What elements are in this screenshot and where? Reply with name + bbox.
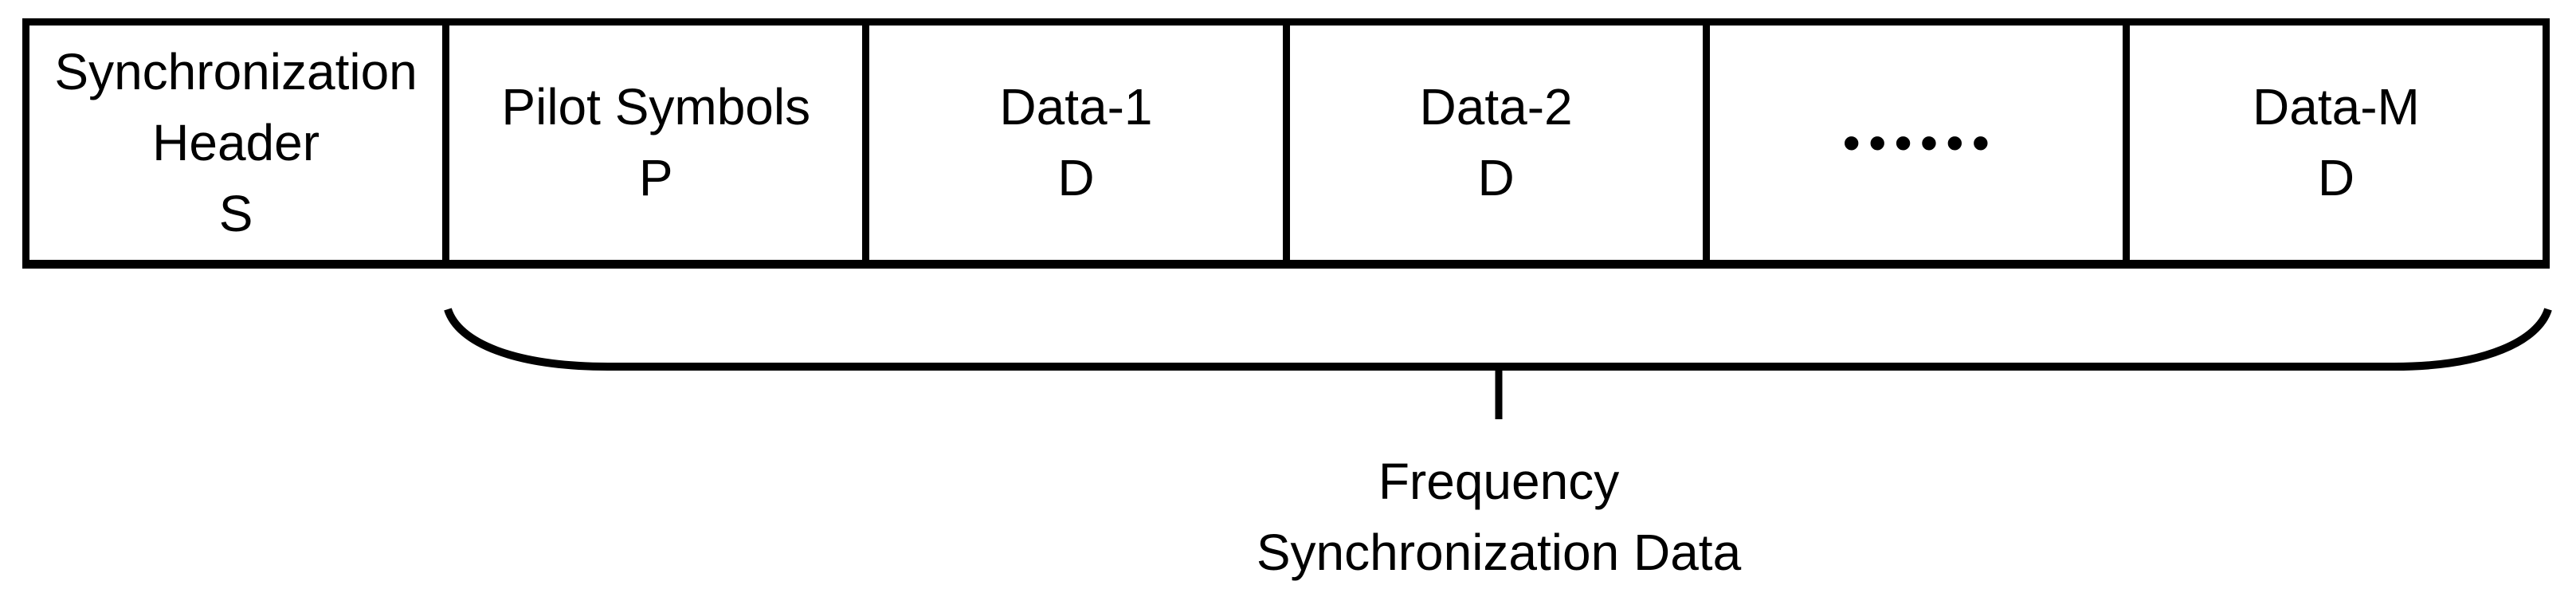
cell-label: Synchronization: [54, 42, 418, 100]
frame-cell-data-m: Data-M D: [2122, 26, 2543, 260]
frame-cell-data-2: Data-2 D: [1282, 26, 1703, 260]
underbrace: [444, 308, 2552, 419]
cell-symbol: P: [638, 149, 673, 206]
frame-row: Synchronization Header S Pilot Symbols P…: [22, 18, 2550, 269]
frame-cell-data-1: Data-1 D: [862, 26, 1282, 260]
frame-cell-sync-header: Synchronization Header S: [29, 26, 442, 260]
brace-curve: [444, 308, 2552, 371]
cell-label: Header: [152, 113, 320, 171]
ellipsis-dots-icon: ••••••: [1842, 113, 1998, 171]
cell-label: Pilot Symbols: [501, 78, 811, 135]
frame-cell-pilot-symbols: Pilot Symbols P: [442, 26, 862, 260]
frame-cell-ellipsis: ••••••: [1702, 26, 2123, 260]
brace-label-line2: Synchronization Data: [1256, 524, 1742, 581]
cell-label: Data-M: [2253, 78, 2420, 135]
cell-symbol: D: [2317, 149, 2355, 206]
cell-symbol: D: [1057, 149, 1095, 206]
cell-symbol: D: [1477, 149, 1515, 206]
cell-label: Data-1: [999, 78, 1153, 135]
cell-label: Data-2: [1419, 78, 1573, 135]
brace-label-line1: Frequency: [1378, 453, 1620, 510]
brace-label: Frequency Synchronization Data: [1257, 446, 1741, 588]
cell-symbol: S: [218, 184, 253, 242]
